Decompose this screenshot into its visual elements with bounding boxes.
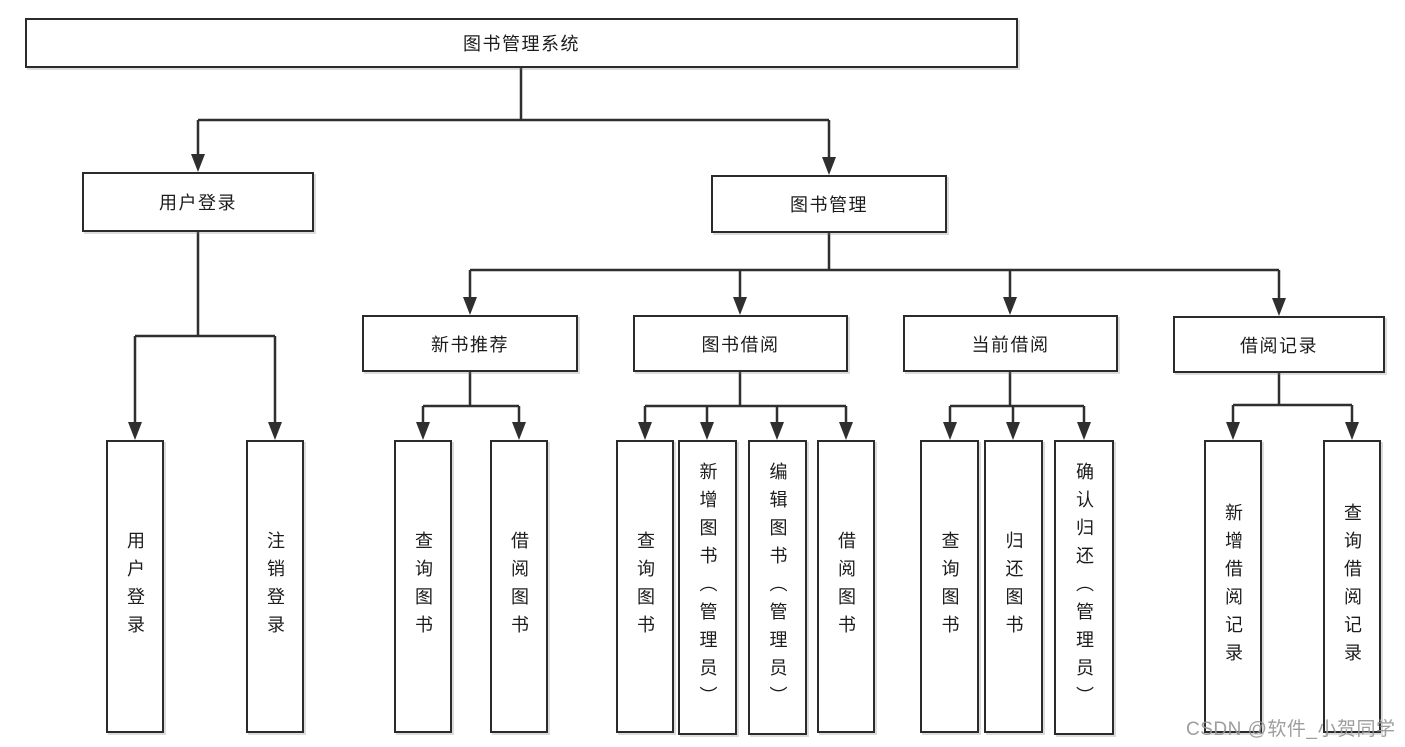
node-label: 借阅记录	[1240, 335, 1318, 356]
node-label: 借阅图书	[509, 530, 529, 643]
connector-root	[196, 68, 831, 161]
connector-current-borrow	[948, 372, 1086, 426]
node-label: 查询借阅记录	[1342, 502, 1362, 671]
node-label: 编辑图书（管理员）	[767, 461, 788, 714]
leaf-query-borrow-record: 查询借阅记录	[1323, 440, 1381, 733]
node-label: 新书推荐	[431, 334, 509, 355]
leaf-edit-books-admin: 编辑图书（管理员）	[748, 440, 807, 735]
connector-user-login	[133, 232, 277, 426]
node-label: 借阅图书	[836, 530, 856, 643]
csdn-watermark: CSDN @软件_小贺同学	[1186, 719, 1396, 740]
connector-book-borrow	[643, 372, 848, 426]
leaf-add-borrow-record: 新增借阅记录	[1204, 440, 1262, 733]
node-label: 归还图书	[1003, 530, 1024, 643]
node-library-management-system: 图书管理系统	[25, 18, 1018, 68]
node-label: 用户登录	[159, 193, 237, 213]
node-book-management: 图书管理	[711, 175, 947, 233]
node-label: 图书管理系统	[463, 34, 580, 54]
node-user-login: 用户登录	[82, 172, 314, 232]
node-label: 确认归还（管理员）	[1074, 461, 1094, 714]
leaf-borrow-books: 借阅图书	[817, 440, 875, 733]
node-label: 图书借阅	[701, 334, 780, 355]
leaf-recommend-query-books: 查询图书	[394, 440, 452, 733]
node-new-book-recommend: 新书推荐	[362, 315, 578, 372]
connector-borrow-record	[1231, 373, 1354, 426]
leaf-user-login: 用户登录	[106, 440, 164, 733]
connector-book-management	[468, 233, 1281, 302]
node-borrow-record: 借阅记录	[1173, 316, 1385, 373]
leaf-current-query-books: 查询图书	[920, 440, 979, 733]
leaf-recommend-borrow-books: 借阅图书	[490, 440, 548, 733]
node-label: 查询图书	[413, 530, 433, 643]
node-label: 查询图书	[635, 530, 655, 643]
node-label: 图书管理	[790, 195, 868, 215]
node-label: 注销登录	[265, 530, 285, 643]
node-book-borrow: 图书借阅	[633, 315, 848, 372]
node-label: 新增借阅记录	[1223, 502, 1243, 671]
arrowheads	[128, 154, 1359, 440]
node-label: 查询图书	[939, 530, 960, 643]
connector-new-book-recommend	[421, 372, 521, 426]
node-label: 用户登录	[125, 530, 145, 643]
leaf-confirm-return-admin: 确认归还（管理员）	[1054, 440, 1114, 735]
node-label: 新增图书（管理员）	[697, 461, 718, 714]
node-current-borrow: 当前借阅	[903, 315, 1118, 372]
leaf-logout-login: 注销登录	[246, 440, 304, 733]
node-label: 当前借阅	[971, 334, 1050, 355]
leaf-add-books-admin: 新增图书（管理员）	[678, 440, 737, 735]
leaf-return-books: 归还图书	[984, 440, 1043, 733]
leaf-borrow-query-books: 查询图书	[616, 440, 674, 733]
